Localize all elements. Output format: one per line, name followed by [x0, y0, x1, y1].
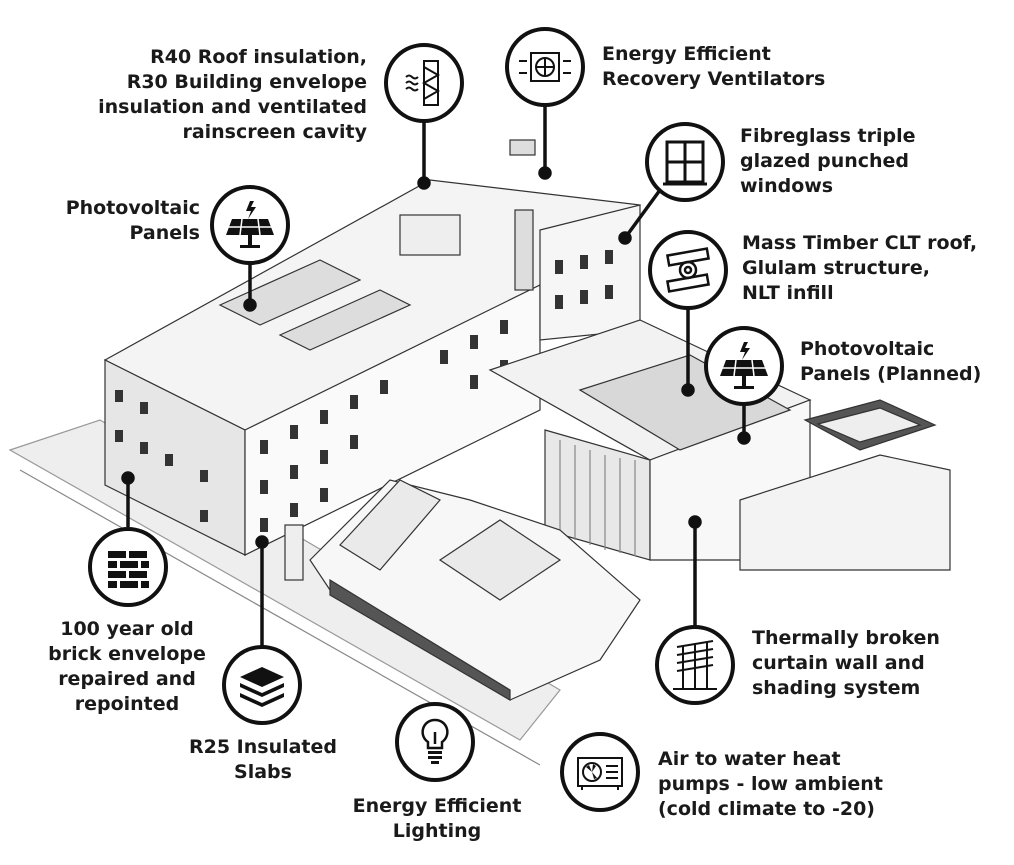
label-line: 100 year old [60, 618, 194, 640]
insulation-label: R40 Roof insulation, R30 Building envelo… [98, 45, 367, 145]
label-line: R40 Roof insulation, [150, 46, 367, 68]
heatpump-label: Air to water heat pumps - low ambient (c… [658, 747, 883, 822]
windows-callout [645, 122, 725, 202]
label-line: rainscreen cavity [182, 121, 367, 143]
solar-panel-icon [720, 342, 768, 389]
insulation-icon [405, 60, 441, 106]
label-line: Fibreglass triple [740, 125, 916, 147]
label-line: repointed [74, 693, 180, 715]
ventilator-icon [519, 52, 571, 82]
label-line: pumps - low ambient [658, 773, 883, 795]
brick-icon [108, 551, 149, 588]
lighting-callout [395, 702, 475, 782]
label-line: glazed punched [740, 150, 910, 172]
lightbulb-icon [421, 718, 449, 764]
label-line: Panels [129, 222, 200, 244]
label-line: Mass Timber CLT roof, [742, 232, 978, 254]
pv-planned-label: Photovoltaic Panels (Planned) [800, 337, 981, 387]
pv-callout [210, 185, 290, 265]
slab-icon [240, 667, 284, 707]
label-line: Thermally broken [752, 627, 940, 649]
label-line: brick envelope [48, 643, 206, 665]
label-line: Lighting [392, 820, 482, 842]
label-line: Photovoltaic [800, 338, 935, 360]
label-line: Energy Efficient [602, 43, 771, 65]
label-line: insulation and ventilated [98, 96, 367, 118]
timber-callout [648, 230, 728, 310]
curtain-wall-icon [673, 640, 717, 690]
label-line: NLT infill [742, 282, 834, 304]
pv-label: Photovoltaic Panels [66, 196, 200, 246]
solar-panel-icon [226, 201, 274, 248]
pv-planned-callout [704, 326, 784, 406]
slab-label: R25 Insulated Slabs [163, 735, 363, 785]
label-line: windows [740, 175, 834, 197]
label-line: Air to water heat [658, 748, 841, 770]
label-line: Photovoltaic [65, 197, 200, 219]
slab-callout [222, 645, 302, 725]
erv-label: Energy Efficient Recovery Ventilators [602, 42, 825, 92]
label-line: Slabs [234, 761, 292, 783]
brick-callout [88, 527, 168, 607]
timber-icon [665, 247, 711, 293]
label-line: repaired and [58, 668, 196, 690]
lighting-label: Energy Efficient Lighting [337, 794, 537, 844]
label-line: shading system [752, 677, 921, 699]
timber-label: Mass Timber CLT roof, Glulam structure, … [742, 231, 977, 306]
curtain-wall-label: Thermally broken curtain wall and shadin… [752, 626, 940, 701]
label-line: (cold climate to -20) [658, 798, 875, 820]
heatpump-callout [560, 732, 640, 812]
label-line: R30 Building envelope [126, 71, 367, 93]
windows-label: Fibreglass triple glazed punched windows [740, 124, 915, 199]
label-line: curtain wall and [752, 652, 925, 674]
curtain-wall-callout [655, 625, 735, 705]
brick-label: 100 year old brick envelope repaired and… [27, 617, 227, 717]
label-line: Panels (Planned) [800, 363, 982, 385]
label-line: Energy Efficient [352, 795, 522, 817]
erv-callout [505, 27, 585, 107]
label-line: R25 Insulated [188, 736, 338, 758]
window-icon [663, 140, 707, 186]
heat-pump-icon [577, 757, 623, 790]
label-line: Glulam structure, [742, 257, 931, 279]
insulation-callout [384, 43, 464, 123]
label-line: Recovery Ventilators [602, 68, 826, 90]
